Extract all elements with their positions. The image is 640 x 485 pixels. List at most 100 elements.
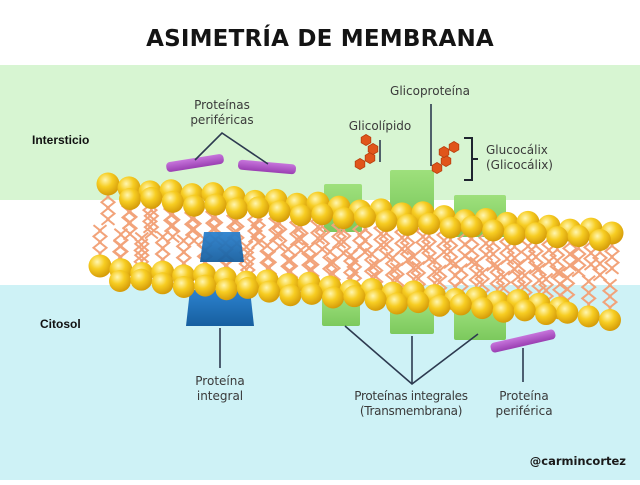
bottom-leaflet-tail-10-b	[307, 241, 318, 277]
integral-protein-blue-middle	[200, 232, 244, 262]
bottom-leaflet-head-0	[88, 254, 112, 278]
glucocalix-bracket	[464, 137, 478, 181]
label-proteinas-integrales-line1: Proteínas integrales	[354, 389, 468, 403]
bottom-leaflet-heads	[88, 254, 621, 331]
top-leaflet-head-87	[439, 216, 462, 239]
bottom-leaflet-head-26	[172, 275, 195, 298]
label-proteinas-perifericas-line2: periféricas	[190, 113, 254, 127]
top-leaflet-head-75	[183, 194, 206, 217]
label-proteina-integral-line2: integral	[196, 389, 244, 403]
leader-lines	[194, 104, 524, 386]
top-leaflet-tail-92-b	[555, 243, 566, 279]
top-leaflet-head-81	[311, 203, 334, 226]
glycoprotein-chain-sugar-3	[448, 141, 460, 153]
leader-perifericas	[194, 131, 269, 165]
top-leaflet-tail-90-b	[512, 240, 523, 276]
top-leaflet-head-92	[546, 226, 569, 249]
label-glucocalix: Glucocálix (Glicocálix)	[486, 143, 553, 173]
author-credit: @carmincortez	[529, 454, 626, 468]
bottom-leaflet-head-44	[556, 301, 579, 324]
top-leaflet-head-90	[503, 223, 526, 246]
cytosol-band	[0, 285, 640, 480]
top-leaflet-head-82	[332, 207, 355, 230]
top-leaflet-head-88	[460, 215, 483, 238]
bottom-leaflet-tail-11-b	[327, 245, 339, 281]
top-leaflet-head-73	[140, 186, 163, 209]
top-leaflet-head-91	[524, 222, 547, 245]
label-glicolipido: Glicolípido	[348, 119, 412, 133]
bottom-leaflet-head-39	[449, 293, 472, 316]
label-glicoproteina: Glicoproteína	[390, 84, 470, 98]
bottom-leaflet-tail-45-b	[586, 274, 597, 311]
integral-protein-blue-base	[186, 290, 254, 326]
top-leaflet-head-94	[589, 229, 611, 251]
bottom-leaflet-tail-22-b	[557, 266, 569, 302]
bottom-leaflet-head-31	[279, 284, 302, 307]
bottom-leaflet-tail-15-b	[411, 250, 422, 286]
top-leaflet-tail-85-b	[405, 230, 416, 267]
top-leaflet-head-80	[289, 204, 312, 227]
top-leaflet-tail-82-b	[341, 224, 352, 260]
bottom-leaflet-head-43	[535, 303, 558, 326]
label-proteina-periferica-line1: Proteína	[499, 389, 549, 403]
bottom-leaflet-head-46	[599, 309, 621, 331]
bottom-leaflet-head-25	[151, 272, 174, 295]
bottom-leaflet-head-45	[577, 305, 600, 328]
bottom-leaflet-tail-8-b	[265, 239, 276, 275]
bottom-leaflet-head-30	[258, 280, 281, 303]
top-leaflet-tail-89-b	[491, 236, 502, 272]
bottom-leaflet-tail-14-b	[390, 251, 401, 287]
bottom-leaflet-head-34	[343, 285, 366, 308]
top-leaflet-heads	[96, 172, 624, 251]
peripheral-protein-1	[166, 154, 224, 172]
bottom-leaflet-head-23	[109, 270, 131, 292]
bottom-leaflet-tail-46-b	[607, 278, 619, 314]
glycolipid-chain-sugar-3	[360, 134, 372, 146]
top-leaflet-head-86	[418, 212, 441, 235]
top-leaflet-head-89	[482, 219, 505, 242]
label-proteina-periferica: Proteína periférica	[484, 389, 564, 419]
top-leaflet-head-93	[567, 225, 590, 248]
glycoprotein-chain-sugar-1	[440, 155, 452, 167]
glycan-chains	[354, 134, 460, 174]
bottom-leaflet-tail-12-b	[348, 249, 359, 285]
top-leaflet-head-83	[354, 206, 376, 228]
integral-protein-blue	[186, 232, 254, 326]
bottom-leaflet-tail-16-b	[432, 253, 443, 290]
zone-label-intersticio: Intersticio	[32, 133, 90, 147]
glycoprotein-chain-sugar-0	[431, 162, 443, 174]
glycoprotein-chain-sugar-2	[438, 146, 450, 158]
zone-label-citosol: Citosol	[40, 317, 81, 331]
bottom-leaflet-head-24	[130, 268, 153, 291]
bottom-leaflet-head-40	[471, 297, 494, 320]
top-leaflet-tail-84-b	[384, 226, 395, 263]
top-leaflet-head-74	[161, 190, 184, 213]
top-leaflet-tail-47-b	[105, 190, 117, 226]
label-proteinas-perifericas-line1: Proteínas	[194, 98, 250, 112]
top-leaflet-head-79	[268, 200, 291, 223]
label-glucocalix-line2: (Glicocálix)	[486, 158, 553, 172]
top-leaflet-head-72	[119, 188, 141, 210]
top-leaflet-head-77	[225, 197, 248, 220]
label-proteina-integral: Proteína integral	[180, 374, 260, 404]
top-leaflet-tail-73-b	[149, 203, 160, 240]
peripheral-proteins	[166, 154, 556, 353]
bottom-leaflet-tail-7-b	[244, 240, 255, 276]
bottom-leaflet-head-29	[236, 276, 259, 299]
glycolipid-chain-sugar-2	[367, 143, 379, 155]
top-leaflet-tail-80-b	[298, 221, 309, 257]
bottom-leaflet-tail-21-b	[537, 262, 548, 298]
bottom-leaflet-head-33	[322, 286, 345, 309]
top-leaflet-tail-74-b	[170, 207, 181, 244]
label-proteinas-perifericas: Proteínas periféricas	[176, 98, 268, 128]
bottom-leaflet-tail-9-b	[286, 242, 297, 279]
glycolipid-chain-sugar-1	[364, 152, 376, 164]
bottom-leaflet-head-41	[492, 300, 515, 323]
top-leaflet-tail-72-b	[127, 205, 139, 241]
bottom-leaflet-head-27	[194, 274, 217, 297]
bottom-leaflet-head-35	[364, 288, 387, 311]
bottom-leaflet-head-36	[385, 292, 408, 315]
bottom-leaflet-head-32	[300, 282, 323, 305]
bottom-leaflet-tail-2-b	[139, 231, 150, 268]
